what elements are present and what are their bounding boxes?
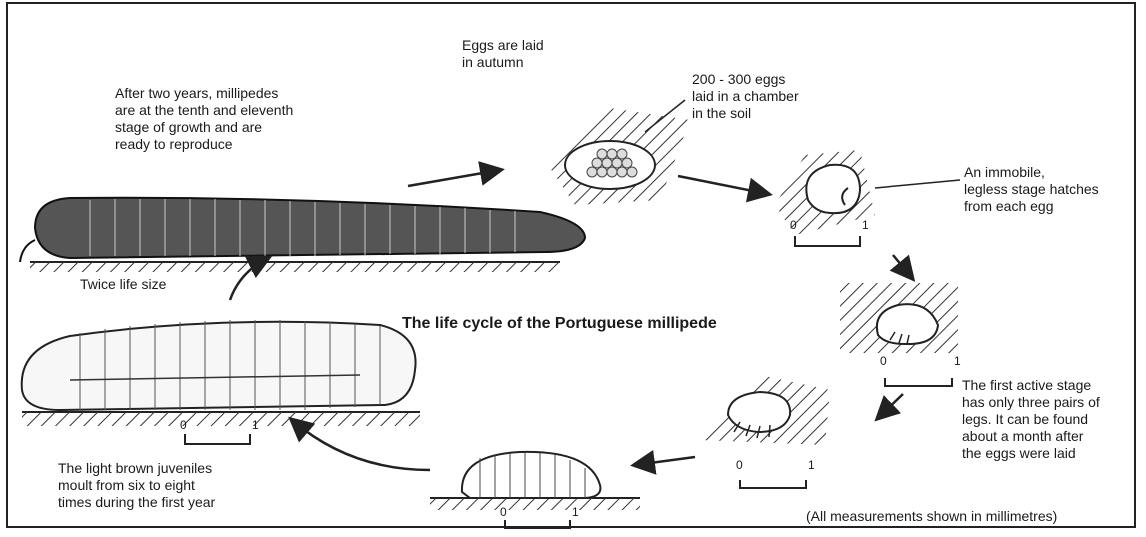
eggs-laid-label: Eggs are laid in autumn [462, 37, 544, 71]
first-active-stage-label: The first active stage has only three pa… [962, 377, 1100, 462]
scale-zero-label: 0 [736, 458, 743, 472]
immobile-stage-label: An immobile, legless stage hatches from … [964, 164, 1099, 215]
scale-one-label: 1 [862, 218, 869, 232]
juvenile-label: The light brown juveniles moult from six… [58, 460, 215, 511]
scale-zero-label: 0 [880, 354, 887, 368]
first-active-stage [840, 283, 958, 353]
juvenile-millipede [430, 452, 640, 510]
measurement-note: (All measurements shown in millimetres) [806, 508, 1057, 525]
scale-zero-label: 0 [180, 418, 187, 432]
scale-zero-label: 0 [500, 505, 507, 519]
scale-one-label: 1 [954, 354, 961, 368]
scale-zero-label: 0 [790, 218, 797, 232]
scale-one-label: 1 [572, 505, 579, 519]
diagram-title: The life cycle of the Portuguese millipe… [402, 315, 717, 333]
twice-life-size-label: Twice life size [80, 276, 166, 293]
early-juvenile-stage [700, 375, 830, 445]
adult-label: After two years, millipedes are at the t… [115, 85, 293, 153]
adult-millipede [20, 198, 585, 272]
egg-chamber [548, 108, 690, 205]
scale-one-label: 1 [252, 418, 259, 432]
egg-count-label: 200 - 300 eggs laid in a chamber in the … [692, 71, 799, 122]
scale-one-label: 1 [808, 458, 815, 472]
large-juvenile-millipede [22, 320, 420, 426]
